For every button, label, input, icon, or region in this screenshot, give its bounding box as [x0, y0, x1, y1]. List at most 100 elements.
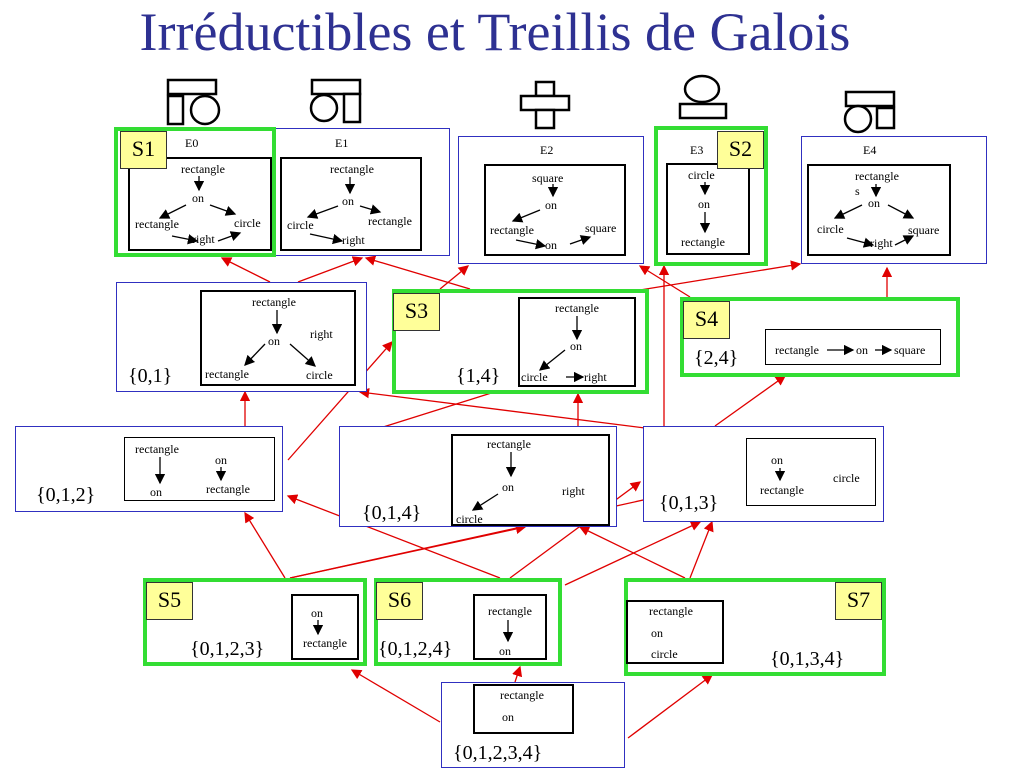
- node-label: circle: [287, 218, 314, 232]
- node-label: on: [868, 196, 880, 210]
- edge: [509, 481, 642, 579]
- node-label: rectangle: [368, 214, 412, 228]
- edge: [714, 375, 787, 427]
- node-label: circle: [651, 647, 678, 661]
- edge: [627, 674, 714, 739]
- node-label: square: [908, 223, 940, 237]
- edge: [350, 669, 441, 723]
- node-label: rectangle: [760, 483, 804, 497]
- edge: [578, 526, 686, 579]
- example-label: E4: [863, 143, 877, 157]
- node-label: on: [651, 626, 663, 640]
- node-label: circle: [234, 216, 261, 230]
- example-graph: [484, 164, 626, 256]
- node-label: on: [771, 453, 783, 467]
- edge: [297, 256, 364, 283]
- node-label: circle: [521, 370, 548, 384]
- node-label: on: [698, 197, 710, 211]
- irreducible-tag: S7: [835, 582, 882, 620]
- node-label: on: [499, 644, 511, 658]
- node-label: rectangle: [500, 688, 544, 702]
- example-label: E2: [540, 143, 554, 157]
- concept-graph: [473, 684, 574, 734]
- concept-extent: {0,1,2,3,4}: [453, 742, 543, 764]
- node-label: rectangle: [649, 604, 693, 618]
- concept-extent: {0,1}: [128, 365, 173, 387]
- example-label: E1: [335, 136, 349, 150]
- node-label: on: [570, 339, 582, 353]
- node-label: on: [311, 606, 323, 620]
- node-label: on: [545, 238, 557, 252]
- example-graph: [280, 157, 422, 251]
- example-graph: [128, 157, 272, 251]
- concept-graph: [124, 437, 275, 501]
- example-graph: [807, 164, 951, 256]
- concept-extent: {0,1,2}: [36, 484, 96, 506]
- example-graph: [666, 163, 750, 255]
- node-label: square: [894, 343, 926, 357]
- concept-extent: {2,4}: [694, 347, 739, 369]
- node-label: rectangle: [490, 223, 534, 237]
- node-label: square: [532, 171, 564, 185]
- edge: [439, 265, 470, 290]
- node-label: right: [342, 233, 365, 247]
- node-label: rectangle: [252, 295, 296, 309]
- irreducible-tag: S3: [393, 293, 440, 331]
- concept-graph: [291, 594, 359, 660]
- node-label: rectangle: [135, 442, 179, 456]
- node-label: rectangle: [181, 162, 225, 176]
- node-label: on: [502, 480, 514, 494]
- edge: [512, 665, 523, 683]
- node-label: right: [584, 370, 607, 384]
- shapes-icon-e0: [166, 78, 221, 126]
- irreducible-tag: S5: [146, 582, 193, 620]
- concept-extent: {0,1,2,3}: [190, 638, 265, 660]
- irreducible-tag: S1: [120, 131, 167, 169]
- edge: [364, 255, 471, 290]
- edge: [286, 494, 501, 579]
- edge: [287, 341, 393, 461]
- edge: [638, 265, 691, 298]
- irreducible-tag: S2: [717, 131, 764, 169]
- node-label: right: [192, 232, 215, 246]
- node-label: rectangle: [487, 437, 531, 451]
- node-label: rectangle: [303, 636, 347, 650]
- node-label: on: [192, 191, 204, 205]
- node-label: circle: [833, 471, 860, 485]
- node-label: rectangle: [205, 367, 249, 381]
- edge: [244, 511, 286, 579]
- concept-extent: {0,1,3,4}: [770, 648, 845, 670]
- edge: [639, 260, 802, 291]
- node-label: on: [545, 198, 557, 212]
- node-label: circle: [688, 168, 715, 182]
- node-label: rectangle: [206, 482, 250, 496]
- node-label: circle: [817, 222, 844, 236]
- edge: [564, 521, 702, 586]
- node-label: rectangle: [775, 343, 819, 357]
- node-label: on: [150, 485, 162, 499]
- shapes-icon-e4: [843, 90, 896, 134]
- node-label: right: [310, 327, 333, 341]
- node-label: right: [562, 484, 585, 498]
- irreducible-tag: S4: [683, 301, 730, 339]
- page-title: Irréductibles et Treillis de Galois: [139, 2, 851, 62]
- concept-graph: [473, 594, 547, 660]
- node-label: rectangle: [855, 169, 899, 183]
- node-label: circle: [306, 368, 333, 382]
- node-label: circle: [456, 512, 483, 526]
- node-label: on: [342, 194, 354, 208]
- shapes-icon-e3: [678, 74, 728, 120]
- node-label: rectangle: [555, 301, 599, 315]
- shapes-icon-e2: [519, 80, 571, 130]
- edge: [689, 520, 714, 579]
- edge: [220, 257, 271, 283]
- concept-graph: [200, 290, 356, 386]
- concept-graph: [626, 600, 724, 664]
- node-label: s: [855, 184, 860, 198]
- concept-graph: [746, 438, 876, 506]
- node-label: right: [870, 236, 893, 250]
- node-label: rectangle: [135, 217, 179, 231]
- node-label: on: [215, 453, 227, 467]
- concept-extent: {1,4}: [456, 365, 501, 387]
- node-label: rectangle: [681, 235, 725, 249]
